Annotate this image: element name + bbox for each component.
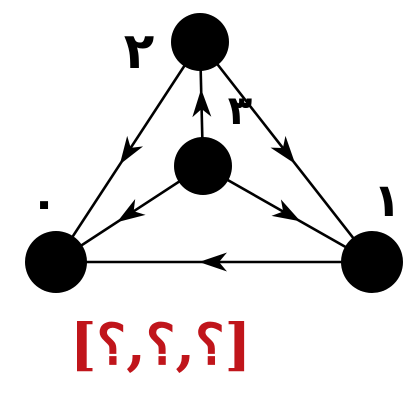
arrowhead-icon (119, 135, 144, 165)
edge-top-to-right (198, 41, 374, 263)
node-top (171, 13, 229, 71)
arrowhead-icon (271, 199, 301, 222)
node-label-right: ١ (373, 173, 401, 227)
nodes-layer (25, 13, 403, 293)
node-right (341, 231, 403, 293)
node-label-left: ٠ (30, 175, 58, 229)
triple-label: [؟,؟,؟] (70, 312, 251, 378)
arrowhead-icon (116, 198, 146, 223)
edge-center-to-right (202, 164, 373, 264)
node-label-top: ٢ (124, 22, 155, 80)
node-center (174, 137, 232, 195)
edge-top-to-left (54, 41, 202, 263)
arrowhead-icon (199, 252, 227, 272)
edge-right-to-left (56, 252, 372, 272)
labels-layer: ٢ ٣ ٠ ١ [؟,؟,؟] (30, 22, 401, 378)
node-label-center: ٣ (228, 88, 252, 134)
node-left (25, 231, 87, 293)
arrowhead-icon (192, 89, 212, 118)
arrowhead-icon (270, 135, 296, 164)
